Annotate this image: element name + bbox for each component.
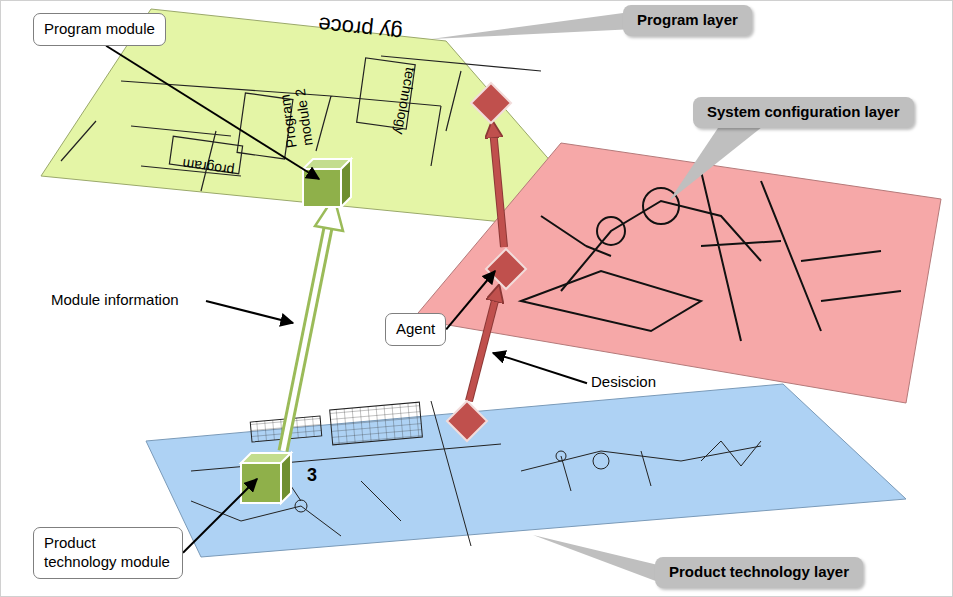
node-text: Agent: [396, 320, 435, 339]
arrow-shaft-inner: [283, 223, 329, 451]
part-hole: [593, 453, 609, 469]
cube-side: [341, 159, 351, 207]
arrow-outline: [493, 129, 504, 247]
tree-line: [61, 56, 541, 191]
cube-side: [281, 453, 291, 503]
leader-line: [493, 353, 587, 383]
arrow-label: Desiscion: [591, 373, 656, 390]
system-plane: [413, 143, 941, 403]
program-chart: [61, 56, 541, 191]
product-plane: [146, 384, 906, 557]
arrow-outline: [469, 293, 497, 401]
arrow-label: Module information: [51, 291, 179, 308]
robot-joint: [643, 188, 679, 224]
product-drawing: [191, 401, 761, 546]
bubble-tail: [533, 535, 657, 582]
callout-number: 3: [307, 465, 317, 486]
program-cube: [303, 159, 351, 207]
arrow-shaft: [493, 129, 504, 247]
frame-line: [191, 401, 501, 546]
layer-bubble: Product technology layer: [655, 557, 863, 588]
node-text: System configuration layer: [707, 103, 900, 122]
layer-bubble: Program layer: [623, 5, 752, 36]
frame-line: [701, 171, 901, 341]
part-hole: [556, 451, 566, 461]
cube-front: [303, 169, 341, 207]
tool-line: [541, 216, 611, 256]
agent-diamond: [486, 249, 526, 289]
callout-box: Program module: [33, 13, 166, 46]
robot-arm: [561, 201, 761, 291]
agent-diamond: [471, 83, 511, 123]
leader-line: [446, 271, 495, 329]
callout-box: Agent: [385, 313, 446, 346]
robot-base: [521, 271, 701, 331]
leader-line: [206, 301, 293, 323]
arrow-shaft: [283, 223, 329, 451]
agent-diamond: [447, 401, 487, 441]
robot-sketch: [521, 171, 901, 341]
leader-line: [106, 46, 319, 179]
layer-bubble: System configuration layer: [693, 97, 914, 128]
robot-joint: [597, 217, 625, 245]
leader-line: [183, 479, 257, 553]
part-hole: [295, 500, 307, 512]
node-text: Program layer: [637, 11, 738, 30]
product-cube: [241, 453, 291, 503]
node-text: Product technology layer: [669, 563, 849, 582]
bubble-tail: [669, 126, 764, 201]
cube-front: [241, 463, 281, 503]
part-sketch: [191, 471, 401, 536]
parts-table: [330, 402, 423, 445]
bubble-tail: [431, 13, 625, 39]
arrow-shaft: [469, 293, 497, 401]
module-arrow: [283, 197, 343, 451]
callout-box: Product technology module: [33, 527, 183, 579]
node-text: Program module: [44, 20, 155, 39]
node-text: Product technology module: [44, 534, 172, 572]
part-sketch: [521, 441, 761, 491]
